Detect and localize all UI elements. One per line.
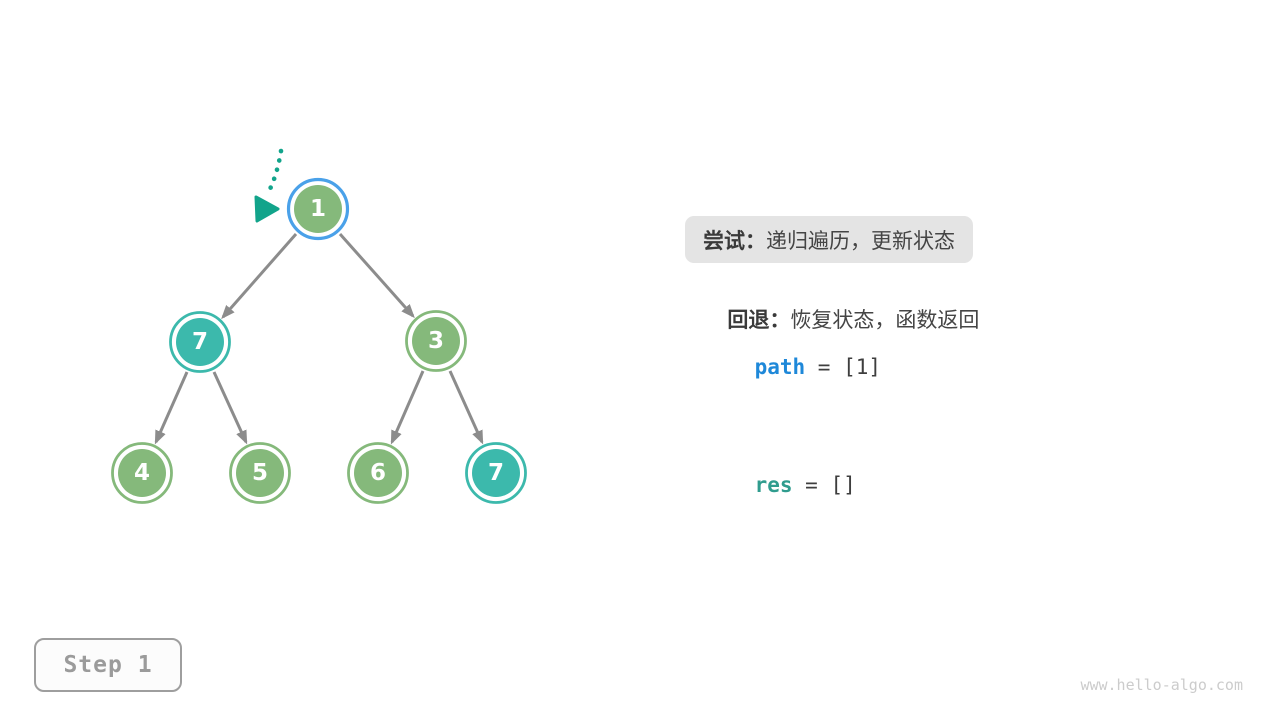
path-value: = [1] — [805, 355, 882, 379]
path-state-line: path = [1] — [704, 331, 881, 403]
tree-node-right-left: 6 — [347, 442, 409, 504]
tree-node-value: 5 — [252, 460, 268, 486]
tree-edges — [154, 233, 484, 445]
tree-node-left-right: 5 — [229, 442, 291, 504]
path-variable: path — [754, 355, 806, 379]
try-label: 尝试： — [703, 229, 766, 253]
tree-node-right: 3 — [405, 310, 467, 372]
tree-edge — [338, 233, 415, 319]
retreat-annotation: 回退：恢复状态，函数返回 — [704, 279, 979, 363]
tree-edge — [154, 371, 189, 445]
res-value: = [] — [792, 473, 856, 497]
tree-node-left-left: 4 — [111, 442, 173, 504]
tree-edge — [221, 233, 298, 320]
tree-edge — [448, 370, 484, 445]
res-state-line: res = [] — [704, 449, 856, 521]
current-node-pointer-icon — [254, 148, 284, 223]
try-text: 递归遍历，更新状态 — [766, 229, 955, 253]
retreat-text: 恢复状态，函数返回 — [790, 309, 980, 332]
watermark: www.hello-algo.com — [1080, 676, 1243, 694]
try-annotation-highlight: 尝试：递归遍历，更新状态 — [685, 216, 973, 263]
tree-node-value: 7 — [488, 460, 504, 486]
step-badge-label: Step 1 — [63, 652, 153, 678]
tree-edge — [390, 370, 425, 445]
tree-node-value: 3 — [428, 328, 444, 354]
res-variable: res — [754, 473, 793, 497]
tree-node-value: 6 — [370, 460, 386, 486]
tree-node-right-right: 7 — [465, 442, 527, 504]
retreat-label: 回退： — [727, 309, 791, 332]
tree-node-value: 7 — [192, 329, 208, 355]
tree-node-root: 1 — [286, 177, 350, 241]
step-badge: Step 1 — [34, 638, 182, 692]
tree-edge — [212, 371, 248, 445]
tree-node-value: 1 — [310, 196, 326, 222]
tree-node-value: 4 — [134, 460, 150, 486]
tree-node-left: 7 — [169, 311, 231, 373]
